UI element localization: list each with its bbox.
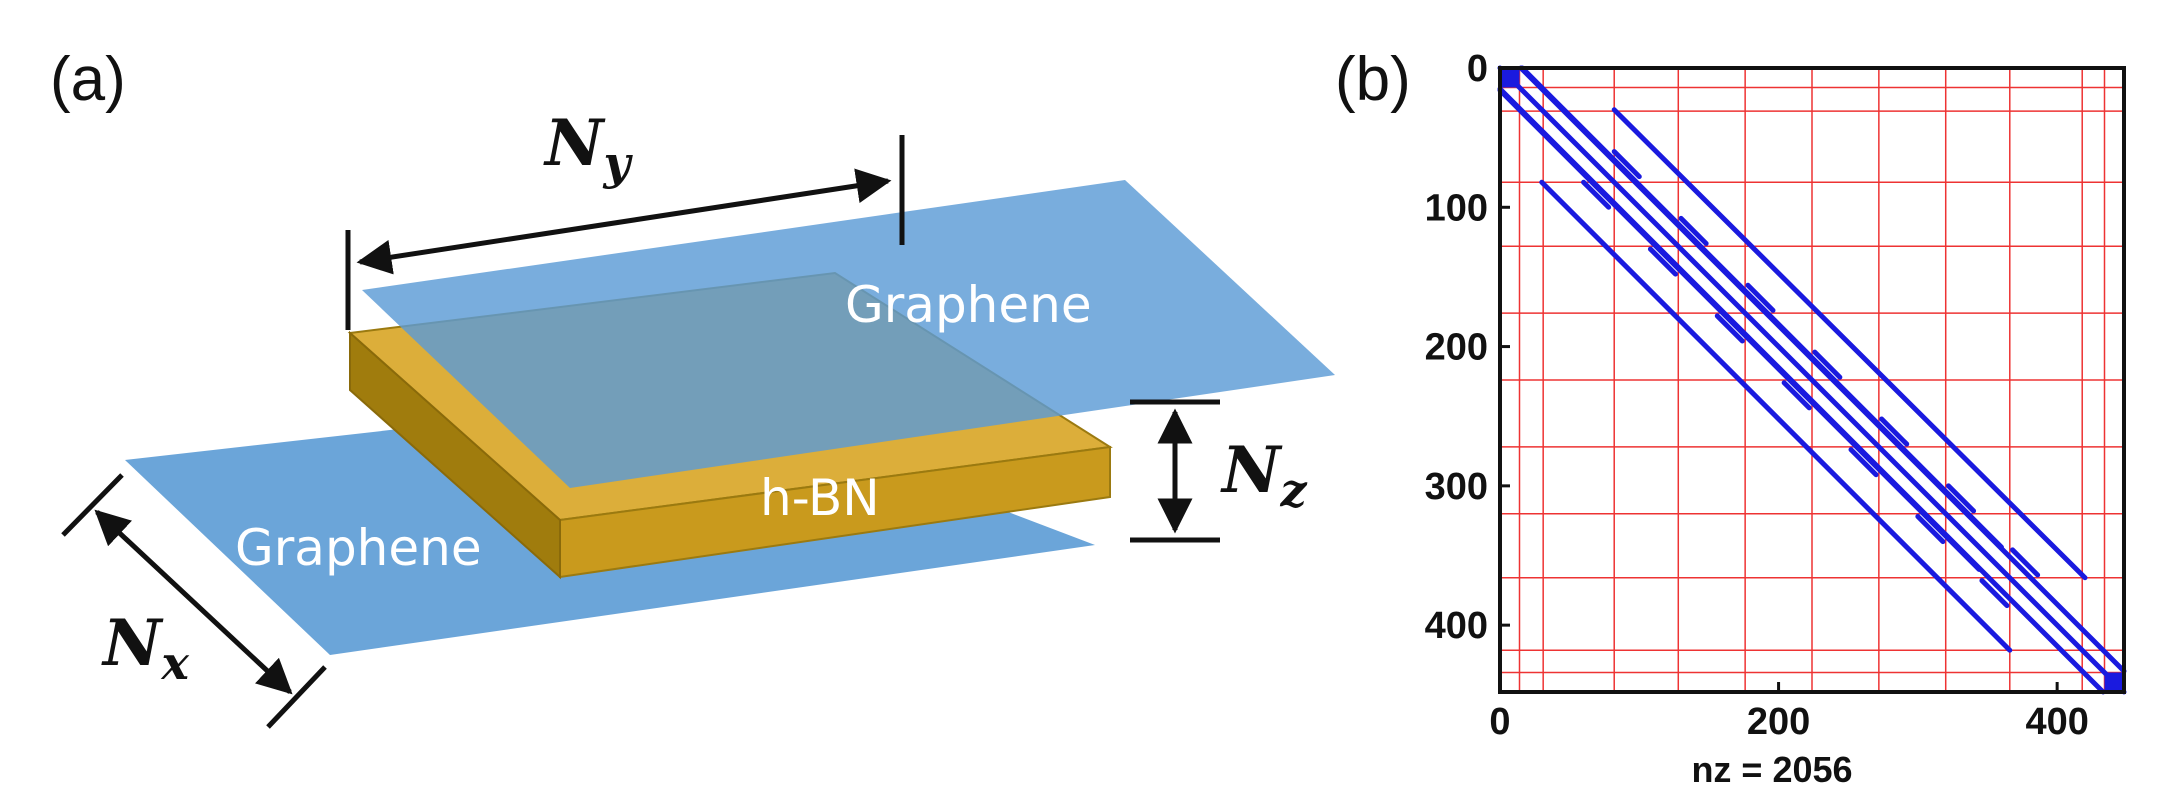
y-tick-label: 400 — [1425, 605, 1488, 647]
nonzero-diagonal — [1647, 246, 1678, 277]
nonzero-diagonal — [1879, 416, 1910, 447]
y-tick-label: 300 — [1425, 466, 1488, 508]
graphene-bottom-label: Graphene — [235, 519, 482, 577]
nonzero-diagonal — [1678, 215, 1709, 246]
hbn-left-face — [349, 330, 561, 580]
y-tick-label: 0 — [1467, 48, 1488, 90]
dimension-nx: Nx — [61, 473, 327, 729]
x-axis-label: nz = 2056 — [1691, 749, 1852, 790]
panel-a: (a) Graphene Graphene h-BN Ny Nz — [50, 45, 1335, 729]
panel-b: (b) 0 100 200 300 400 0 200 400 nz = 2056 — [1335, 45, 2127, 790]
nonzero-diagonal — [2010, 547, 2041, 578]
panel-a-label: (a) — [50, 45, 126, 114]
hbn-label: h-BN — [760, 469, 880, 527]
dimension-ny: Ny — [345, 106, 905, 330]
plot-frame — [1498, 66, 2126, 694]
nonzero-diagonal — [1745, 282, 1776, 313]
x-tick-label: 400 — [2025, 701, 2088, 743]
nonzero-diagonal — [1497, 87, 1982, 572]
nonzero-diagonal — [1848, 447, 1879, 478]
ny-label: Ny — [543, 106, 634, 190]
x-tick-label: 0 — [1489, 701, 1510, 743]
nonzero-block — [2104, 672, 2124, 692]
nonzero-diagonal — [1611, 149, 1642, 180]
x-tick-label: 200 — [1747, 701, 1810, 743]
sparsity-pattern — [1497, 65, 2127, 695]
nonzero-diagonal — [1915, 514, 1946, 545]
nonzero-block — [1500, 68, 1520, 88]
axis-ticks: 0 100 200 300 400 0 200 400 — [1425, 48, 2089, 743]
nx-label: Nx — [101, 606, 190, 690]
graphene-top-label: Graphene — [845, 276, 1092, 334]
nonzero-diagonal — [1812, 349, 1843, 380]
nonzero-diagonal — [1497, 65, 2127, 695]
nonzero-diagonal — [1581, 179, 1612, 210]
dimension-nz: Nz — [1130, 399, 1308, 543]
panel-b-label: (b) — [1335, 45, 1411, 114]
nonzero-diagonal — [1539, 179, 2013, 653]
nonzero-diagonal — [1781, 380, 1812, 411]
nz-label: Nz — [1220, 433, 1308, 517]
nonzero-diagonal — [1611, 107, 2088, 581]
y-tick-label: 100 — [1425, 187, 1488, 229]
nonzero-diagonal — [1714, 313, 1745, 344]
nonzero-diagonal — [1519, 65, 2004, 550]
y-tick-label: 200 — [1425, 327, 1488, 369]
nonzero-diagonal — [1946, 483, 1977, 514]
nonzero-diagonal — [1979, 578, 2010, 609]
